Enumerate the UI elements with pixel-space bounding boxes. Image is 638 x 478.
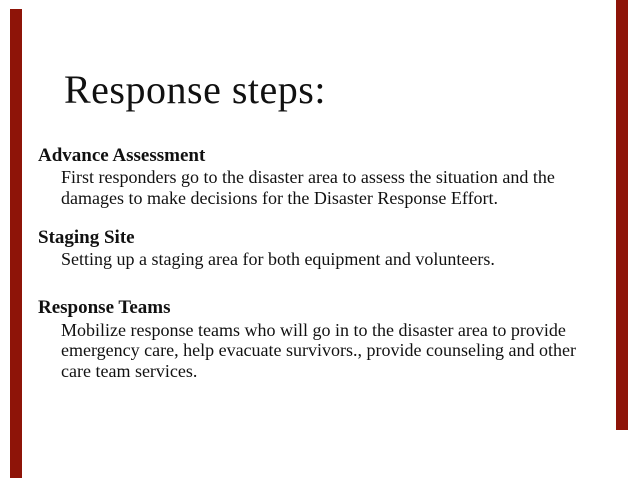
left-accent-bar	[10, 9, 22, 478]
slide-title: Response steps:	[64, 67, 326, 112]
section-heading: Advance Assessment	[38, 145, 206, 166]
section-body-text: Setting up a staging area for both equip…	[61, 248, 495, 269]
slide-body-content: Advance Assessment First responders go t…	[38, 144, 586, 382]
right-accent-bar	[616, 0, 628, 430]
section-heading: Response Teams	[38, 297, 171, 319]
section-body-text: Mobilize response teams who will go in t…	[61, 319, 576, 381]
section-response-teams: Response Teams Mobilize response teams w…	[38, 296, 586, 381]
section-advance-assessment: Advance Assessment First responders go t…	[38, 144, 586, 209]
section-body-text: First responders go to the disaster area…	[61, 167, 555, 208]
section-staging-site: Staging Site Setting up a staging area f…	[38, 226, 586, 270]
section-heading: Staging Site	[38, 226, 135, 248]
